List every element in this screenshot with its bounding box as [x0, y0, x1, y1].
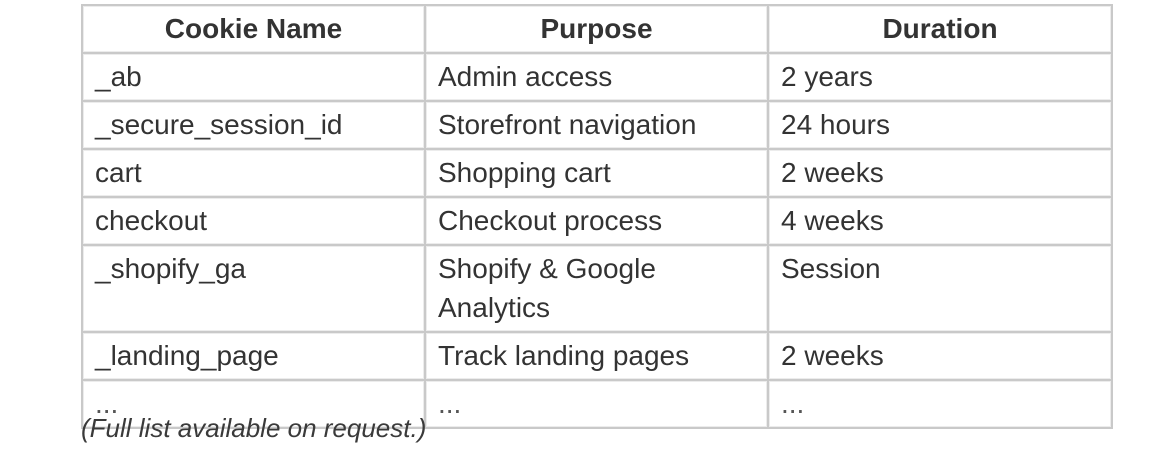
column-header-purpose: Purpose	[424, 4, 769, 54]
table-row: _landing_page Track landing pages 2 week…	[81, 331, 1113, 381]
duration-cell: 24 hours	[767, 100, 1113, 150]
cookie-table-container: Cookie Name Purpose Duration _ab Admin a…	[81, 4, 1113, 429]
duration-cell: 2 weeks	[767, 331, 1113, 381]
purpose-cell: Shopping cart	[424, 148, 769, 198]
duration-cell: ...	[767, 379, 1113, 429]
cookie-name-cell: checkout	[81, 196, 426, 246]
cookie-name-cell: _ab	[81, 52, 426, 102]
cookie-name-cell: _secure_session_id	[81, 100, 426, 150]
table-footnote: (Full list available on request.)	[81, 413, 427, 443]
purpose-cell: Admin access	[424, 52, 769, 102]
table-row: checkout Checkout process 4 weeks	[81, 196, 1113, 246]
table-row-ellipsis: ... ... ...	[81, 379, 1113, 429]
cookie-table: Cookie Name Purpose Duration _ab Admin a…	[81, 4, 1113, 429]
duration-cell: 4 weeks	[767, 196, 1113, 246]
table-row: _shopify_ga Shopify & Google Analytics S…	[81, 244, 1113, 333]
purpose-cell: ...	[424, 379, 769, 429]
duration-cell: 2 weeks	[767, 148, 1113, 198]
column-header-cookie-name: Cookie Name	[81, 4, 426, 54]
purpose-cell: Shopify & Google Analytics	[424, 244, 769, 333]
cookie-name-cell: ...	[81, 379, 426, 429]
cookie-name-cell: cart	[81, 148, 426, 198]
purpose-cell: Track landing pages	[424, 331, 769, 381]
column-header-duration: Duration	[767, 4, 1113, 54]
cookie-name-cell: _shopify_ga	[81, 244, 426, 333]
table-row: cart Shopping cart 2 weeks	[81, 148, 1113, 198]
duration-cell: Session	[767, 244, 1113, 333]
purpose-cell: Storefront navigation	[424, 100, 769, 150]
purpose-cell: Checkout process	[424, 196, 769, 246]
duration-cell: 2 years	[767, 52, 1113, 102]
table-header-row: Cookie Name Purpose Duration	[81, 4, 1113, 54]
table-row: _ab Admin access 2 years	[81, 52, 1113, 102]
table-row: _secure_session_id Storefront navigation…	[81, 100, 1113, 150]
cookie-name-cell: _landing_page	[81, 331, 426, 381]
